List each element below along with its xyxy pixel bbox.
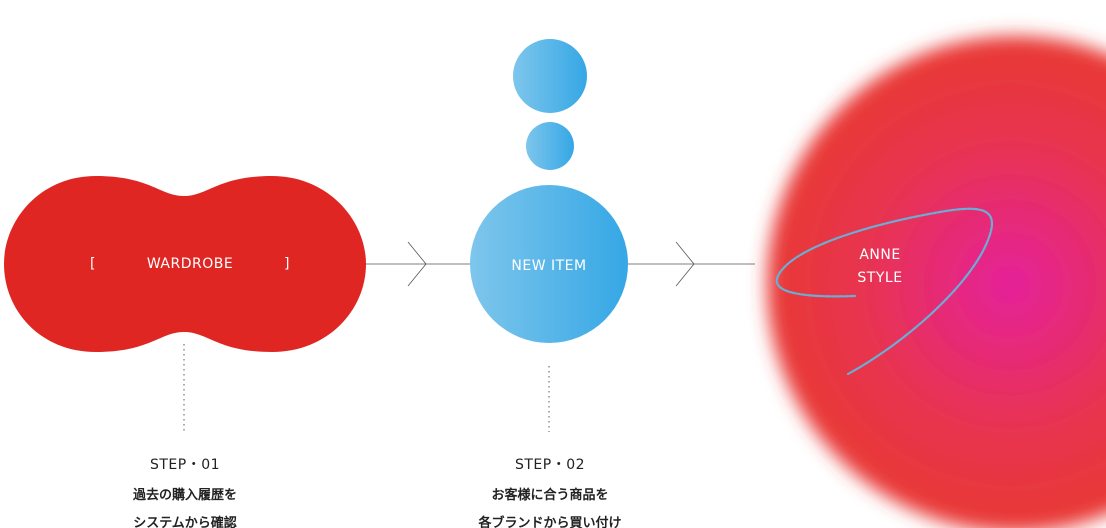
wardrobe-bracket-left: [ bbox=[90, 256, 96, 272]
step-01-number: STEP・01 bbox=[149, 457, 221, 473]
wardrobe-bracket-right: ] bbox=[284, 256, 290, 272]
anne-style-line2: STYLE bbox=[857, 270, 903, 286]
bubble-small-mid bbox=[526, 122, 574, 170]
step-01-line2: システムから確認 bbox=[133, 516, 237, 528]
step-01-line1: 過去の購入履歴を bbox=[132, 488, 237, 503]
step-01: STEP・01 過去の購入履歴を システムから確認 bbox=[85, 454, 285, 528]
bubble-small-top bbox=[513, 39, 587, 113]
step-02-line1: お客様に合う商品を bbox=[491, 488, 609, 503]
wardrobe-shape bbox=[4, 176, 366, 352]
new-item-circle bbox=[470, 185, 628, 343]
step-02-line2: 各ブランドから買い付け bbox=[478, 516, 622, 528]
step-02-description: お客様に合う商品を 各ブランドから買い付け bbox=[450, 482, 650, 528]
scribble-stroke bbox=[775, 207, 994, 376]
step-02: STEP・02 お客様に合う商品を 各ブランドから買い付け bbox=[450, 454, 650, 528]
anne-style-circle bbox=[767, 36, 1106, 528]
anne-style-label: ANNE STYLE bbox=[830, 244, 930, 290]
arrow-chevron-2 bbox=[675, 241, 695, 287]
new-item-label: NEW ITEM bbox=[511, 258, 587, 274]
step-02-number: STEP・02 bbox=[514, 457, 586, 473]
anne-style-line1: ANNE bbox=[859, 247, 901, 263]
arrow-chevron-1 bbox=[407, 241, 427, 287]
wardrobe-text: WARDROBE bbox=[146, 256, 234, 272]
step-01-description: 過去の購入履歴を システムから確認 bbox=[85, 482, 285, 528]
wardrobe-label: [ WARDROBE ] bbox=[90, 256, 290, 272]
